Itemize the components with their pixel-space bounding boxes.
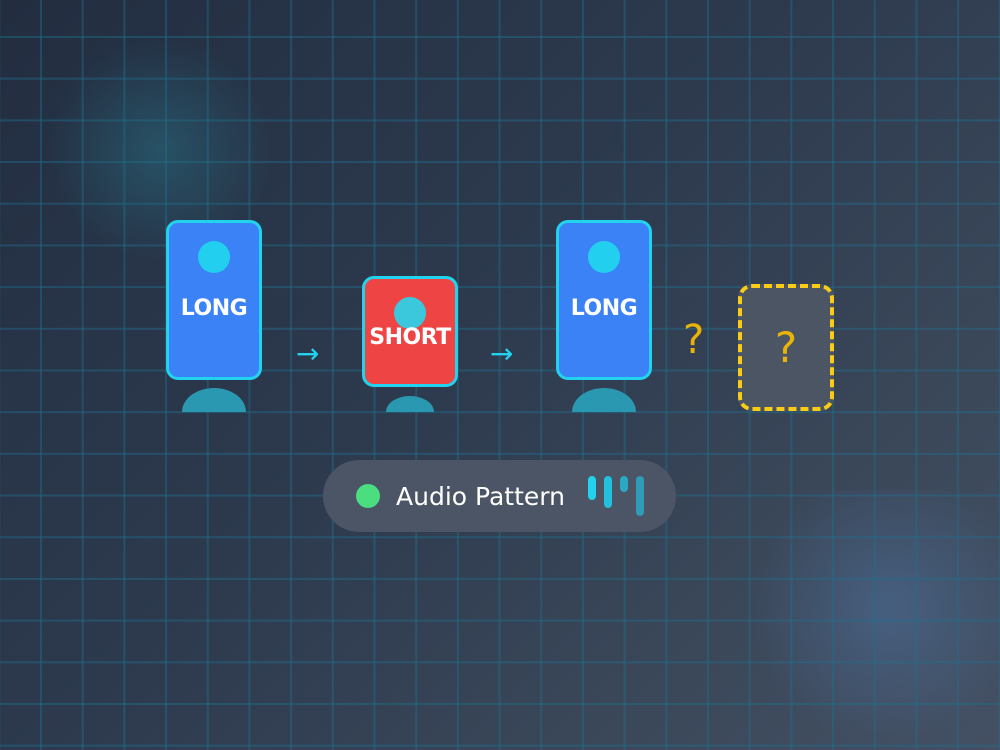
indicator-dot: [198, 241, 230, 273]
card-label: LONG: [180, 295, 248, 321]
long-signal-card-2: LONG: [556, 220, 652, 380]
question-mark-icon: ?: [774, 322, 798, 372]
indicator-dot: [588, 241, 620, 273]
card-label: LONG: [570, 295, 638, 321]
question-mark-icon: ?: [683, 317, 705, 363]
audio-pattern-badge[interactable]: Audio Pattern: [323, 460, 676, 532]
short-signal-card: SHORT: [362, 276, 458, 387]
audio-waveform-icon: [588, 476, 648, 520]
arrow-right-icon: →: [490, 337, 514, 370]
indicator-dot: [394, 297, 426, 329]
arrow-right-icon: →: [296, 337, 320, 370]
card-base: [386, 396, 434, 412]
card-label: SHORT: [369, 325, 451, 350]
long-signal-card-1: LONG: [166, 220, 262, 380]
audio-pattern-label: Audio Pattern: [396, 481, 565, 511]
mystery-answer-slot[interactable]: ?: [738, 284, 834, 411]
status-dot-icon: [356, 484, 380, 508]
background-glow: [730, 490, 1000, 750]
